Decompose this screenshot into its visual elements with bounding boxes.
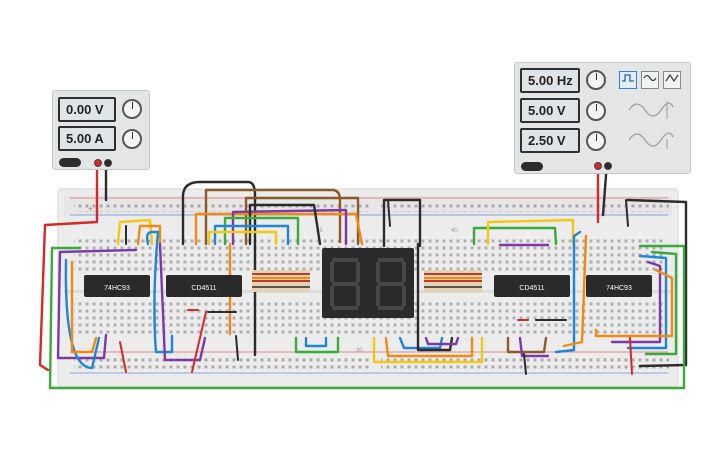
loop-wire-green-2[interactable] xyxy=(472,226,558,246)
chip-label: CD4511 xyxy=(519,285,544,292)
purple-loop-right[interactable] xyxy=(518,336,550,358)
jumper-black-5[interactable] xyxy=(523,353,527,375)
sawtooth-wave-icon xyxy=(665,73,679,83)
dc-power-supply[interactable]: 0.00 V 5.00 A xyxy=(52,90,150,170)
loop-wire-purple-1[interactable] xyxy=(231,208,348,246)
jumper-red-2[interactable] xyxy=(191,311,207,373)
chip-74hc93-right[interactable]: 74HC93 xyxy=(586,275,652,297)
amplitude-readout: 5.00 V xyxy=(520,98,580,123)
loop-wire-yellow-3[interactable] xyxy=(486,218,575,246)
blue-loop-mid[interactable] xyxy=(304,336,328,348)
purple-loop-bottom[interactable] xyxy=(424,336,460,346)
orange-loop-right[interactable] xyxy=(562,234,588,348)
left-green-loop[interactable] xyxy=(48,244,686,390)
voltage-knob[interactable] xyxy=(122,99,142,119)
loop-wire-orange-1[interactable] xyxy=(194,212,364,246)
power-switch[interactable] xyxy=(59,158,81,167)
bottom-power-rail xyxy=(74,357,370,369)
positive-terminal[interactable] xyxy=(94,159,102,167)
yellow-loop-bottom[interactable] xyxy=(372,336,484,364)
amplitude-wave-icon xyxy=(628,101,674,119)
orange-loop-right-2[interactable] xyxy=(594,268,674,338)
loop-wire-orange-2[interactable] xyxy=(136,224,162,246)
digit-right xyxy=(376,258,406,310)
seven-segment-display[interactable] xyxy=(322,248,414,318)
voltage-readout: 0.00 V xyxy=(58,97,116,122)
loop-wire-black-4[interactable] xyxy=(626,198,688,368)
column-mark-40: 40 xyxy=(451,228,458,234)
triangle-wave-button[interactable] xyxy=(641,71,659,89)
left-purple-loop[interactable] xyxy=(56,248,138,360)
chip-74hc93-left[interactable]: 74HC93 xyxy=(84,275,150,297)
current-readout: 5.00 A xyxy=(58,126,116,151)
left-orange-loop[interactable] xyxy=(70,260,98,354)
chip-label: 74HC93 xyxy=(606,285,632,292)
square-wave-button[interactable] xyxy=(619,71,637,89)
function-generator[interactable]: 5.00 Hz 5.00 V 2.50 V xyxy=(514,62,691,174)
current-knob[interactable] xyxy=(122,129,142,149)
column-mark-25: 25 xyxy=(316,228,323,234)
resistor-array-right[interactable] xyxy=(424,270,482,292)
frequency-readout: 5.00 Hz xyxy=(520,68,580,93)
loop-wire-blue-1[interactable] xyxy=(213,224,290,246)
brown-loop-right[interactable] xyxy=(506,336,548,354)
frequency-knob[interactable] xyxy=(586,70,606,90)
signal-output-terminal[interactable] xyxy=(594,162,602,170)
sine-wave-button[interactable] xyxy=(663,71,681,89)
digit-left xyxy=(330,258,360,310)
purple-loop-chip1[interactable] xyxy=(158,242,207,362)
jumper-black-3[interactable] xyxy=(235,335,239,361)
jumper-red-1[interactable] xyxy=(119,341,127,373)
negative-terminal[interactable] xyxy=(104,159,112,167)
purple-loop-right-2[interactable] xyxy=(610,260,662,344)
offset-readout: 2.50 V xyxy=(520,128,580,153)
loop-wire-black-3[interactable] xyxy=(382,198,422,248)
generator-power-switch[interactable] xyxy=(521,162,543,171)
ground-terminal[interactable] xyxy=(604,162,612,170)
rail-plus-label: + xyxy=(88,204,93,214)
loop-wire-black-2[interactable] xyxy=(248,203,322,246)
blue-loop-right-2[interactable] xyxy=(626,254,668,350)
loop-wire-brown-1[interactable] xyxy=(204,188,342,246)
chip-label: CD4511 xyxy=(191,285,216,292)
blue-loop-chip1[interactable] xyxy=(145,230,174,354)
offset-knob[interactable] xyxy=(586,131,606,151)
green-loop-mid[interactable] xyxy=(294,336,340,354)
orange-loop-bottom[interactable] xyxy=(384,336,474,358)
offset-wave-icon xyxy=(628,132,674,149)
chip-label: 74HC93 xyxy=(104,285,130,292)
jumper-black-6[interactable] xyxy=(625,199,629,227)
jumper-black-7[interactable] xyxy=(387,199,391,227)
chip-cd4511-left[interactable]: CD4511 xyxy=(166,275,242,297)
loop-wire-yellow-1[interactable] xyxy=(207,230,278,246)
chip-cd4511-right[interactable]: CD4511 xyxy=(494,275,570,297)
green-loop-right[interactable] xyxy=(644,250,678,356)
triangle-wave-icon xyxy=(643,74,657,82)
column-mark-30: 30 xyxy=(356,348,363,354)
amplitude-knob[interactable] xyxy=(586,101,606,121)
square-wave-icon xyxy=(622,74,634,82)
supply-positive-wire[interactable] xyxy=(38,161,99,372)
resistor-array-left[interactable] xyxy=(252,270,310,292)
blue-loop-right[interactable] xyxy=(554,230,582,354)
jumper-red-5[interactable] xyxy=(629,337,633,375)
